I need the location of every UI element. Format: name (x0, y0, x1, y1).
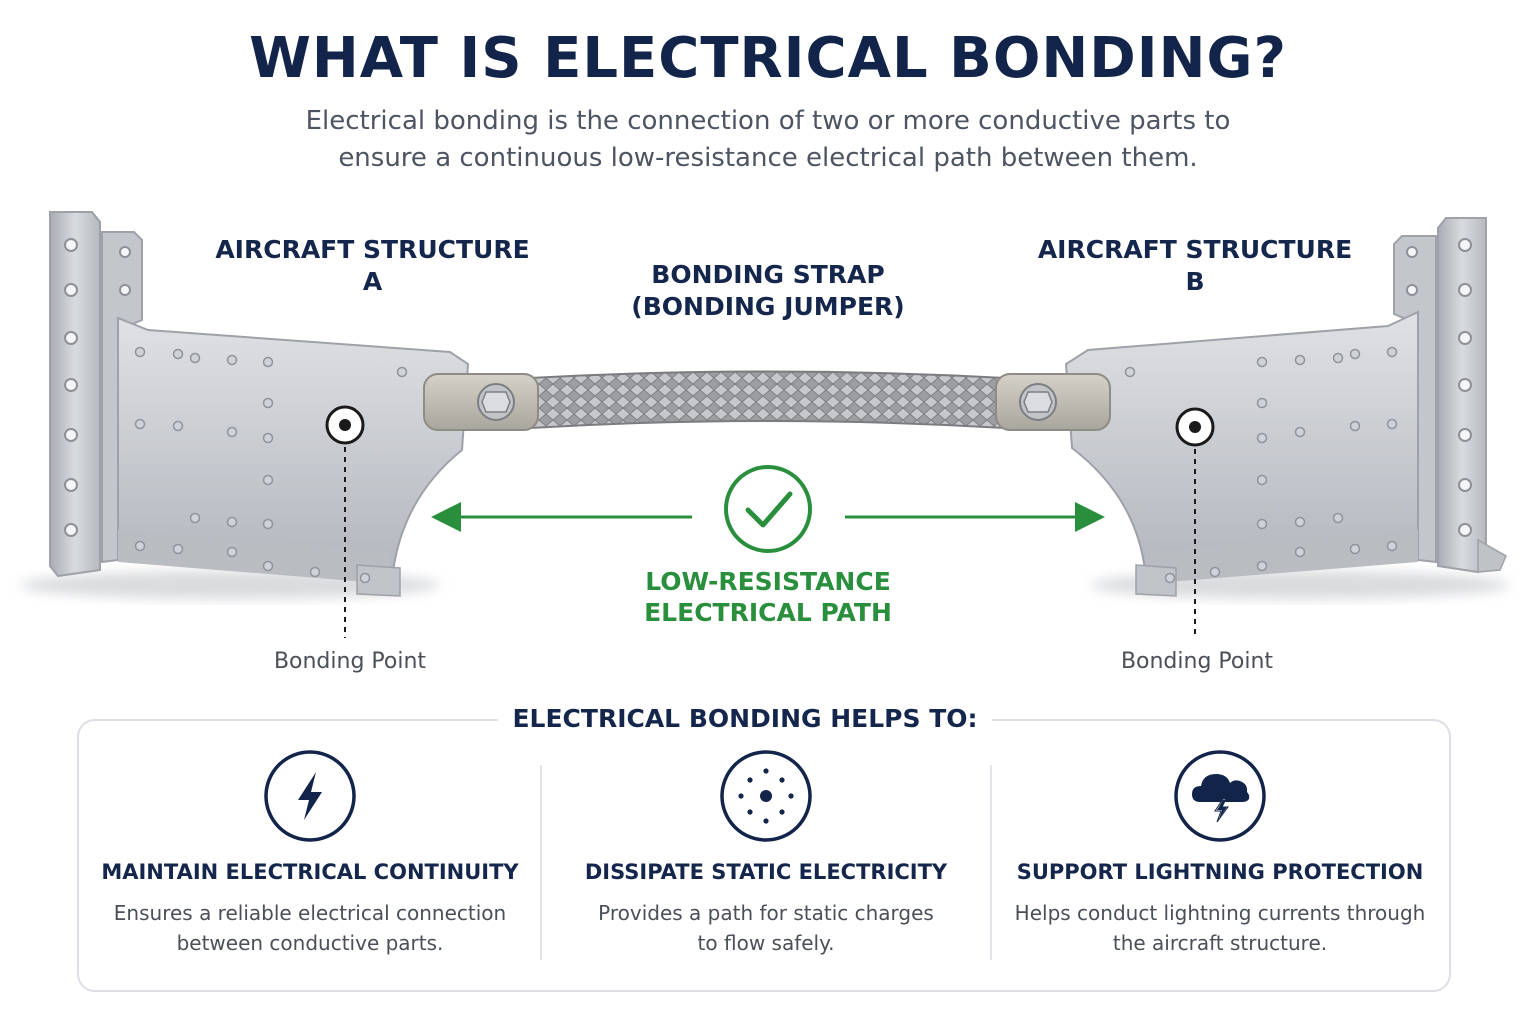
bonding-point-right-label: Bonding Point (1120, 649, 1274, 674)
benefit-desc-line: the aircraft structure. (1112, 931, 1328, 955)
check-circle-icon (724, 465, 812, 553)
benefit-title: SUPPORT LIGHTNING PROTECTION (1016, 860, 1424, 884)
page-subtitle: Electrical bonding is the connection of … (305, 106, 1231, 173)
benefit-description: Helps conduct lightning currents through… (990, 898, 1450, 958)
static-dots-icon (720, 750, 812, 842)
aircraft-structure-b (1064, 217, 1507, 597)
bolt-left-icon (477, 383, 515, 421)
benefit-continuity: MAINTAIN ELECTRICAL CONTINUITY Ensures a… (80, 750, 540, 958)
benefit-description: Provides a path for static charges to fl… (536, 898, 996, 958)
low-resistance-path-label: LOW-RESISTANCE ELECTRICAL PATH (568, 566, 968, 628)
bonding-strap-label-line1: BONDING STRAP (651, 260, 885, 289)
benefit-desc-line: to flow safely. (697, 931, 835, 955)
aircraft-structure-a (49, 211, 470, 597)
benefits-heading: ELECTRICAL BONDING HELPS TO: (498, 701, 992, 737)
bonding-point-left-marker (325, 405, 365, 638)
benefit-desc-line: between conductive parts. (176, 931, 444, 955)
path-label-line2: ELECTRICAL PATH (644, 598, 892, 627)
page-title: WHAT IS ELECTRICAL BONDING? (249, 26, 1287, 91)
structure-b-label: AIRCRAFT STRUCTURE B (1037, 235, 1353, 296)
benefit-static: DISSIPATE STATIC ELECTRICITY Provides a … (536, 750, 996, 958)
storm-cloud-icon (1174, 750, 1266, 842)
benefits-divider-2 (990, 765, 992, 960)
benefit-desc-line: Ensures a reliable electrical connection (113, 901, 507, 925)
bolt-right-icon (1019, 383, 1057, 421)
bonding-diagram (20, 211, 1510, 638)
bonding-strap-label: BONDING STRAP (BONDING JUMPER) (568, 259, 968, 323)
bonding-point-right-marker (1175, 407, 1215, 638)
benefit-title: MAINTAIN ELECTRICAL CONTINUITY (101, 860, 519, 884)
bonding-point-left-label: Bonding Point (273, 649, 427, 674)
benefit-desc-line: Provides a path for static charges (598, 901, 934, 925)
benefit-title: DISSIPATE STATIC ELECTRICITY (584, 860, 948, 884)
benefit-desc-line: Helps conduct lightning currents through (1014, 901, 1426, 925)
bonding-strap-label-line2: (BONDING JUMPER) (631, 292, 905, 321)
path-label-line1: LOW-RESISTANCE (645, 567, 891, 596)
lightning-bolt-icon (264, 750, 356, 842)
bonding-strap (423, 370, 1111, 431)
benefits-divider-1 (540, 765, 542, 960)
benefit-description: Ensures a reliable electrical connection… (80, 898, 540, 958)
benefit-lightning: SUPPORT LIGHTNING PROTECTION Helps condu… (990, 750, 1450, 958)
structure-a-label: AIRCRAFT STRUCTURE A (215, 235, 530, 296)
